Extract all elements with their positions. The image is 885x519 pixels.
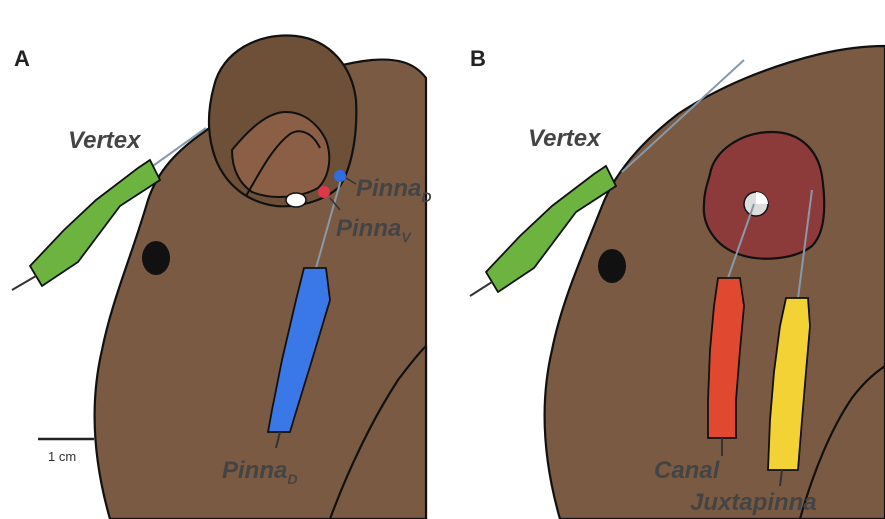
- vertex-lead-a: [12, 276, 36, 290]
- eye-b: [598, 249, 626, 283]
- label-juxtapinna: Juxtapinna: [690, 489, 817, 516]
- marker-pinna-ventral: [318, 186, 330, 198]
- eye-a: [142, 241, 170, 275]
- panel-a-letter: A: [14, 46, 30, 71]
- label-vertex-a: Vertex: [68, 127, 142, 154]
- label-pinna-ventral: PinnaV: [336, 215, 412, 245]
- panel-b: B Vertex Canal Juxtapinna: [470, 46, 885, 519]
- vertex-lead-b: [470, 282, 492, 296]
- label-pinna-dorsal: PinnaD: [356, 175, 431, 205]
- panel-a: A Vertex PinnaD PinnaV PinnaD 1: [12, 35, 431, 519]
- ear-canal-a: [286, 193, 306, 207]
- label-vertex-b: Vertex: [528, 125, 602, 152]
- marker-pinna-dorsal: [334, 170, 346, 182]
- label-canal: Canal: [654, 457, 721, 484]
- label-pinna-dorsal-bottom: PinnaD: [222, 457, 297, 487]
- scale-bar-label: 1 cm: [48, 449, 76, 464]
- panel-b-letter: B: [470, 46, 486, 71]
